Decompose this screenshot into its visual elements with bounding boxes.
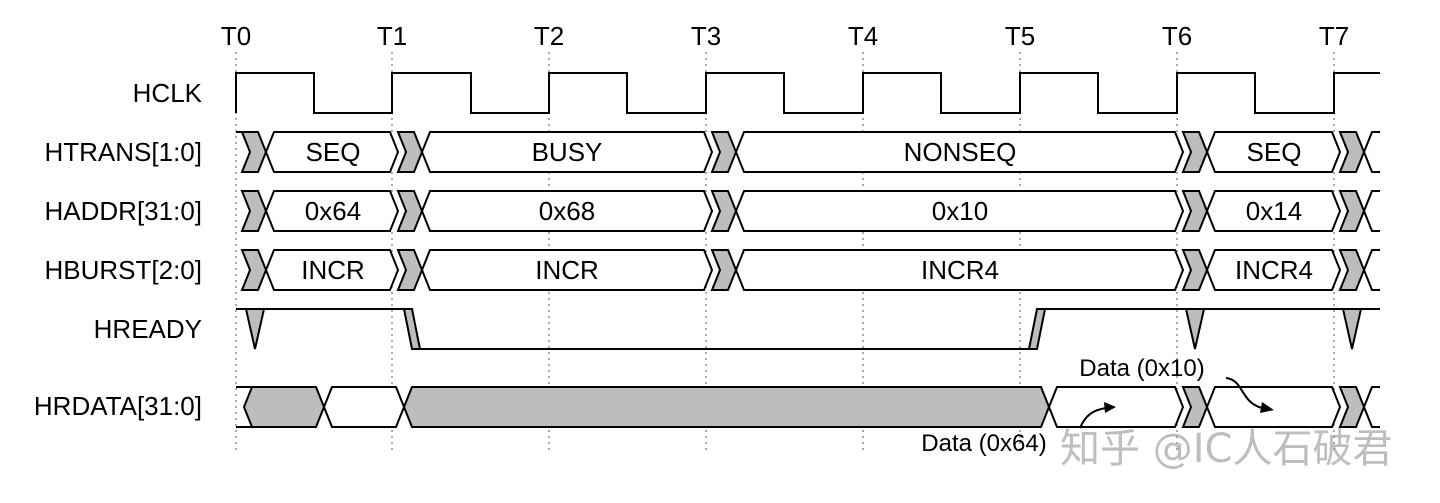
annotation-data-0x64: Data (0x64): [921, 430, 1046, 457]
marker-t6: T6: [1162, 21, 1192, 51]
marker-t4: T4: [848, 21, 878, 51]
haddr-tail-bottom: [1363, 210, 1380, 232]
hburst-value-4: INCR4: [1235, 255, 1313, 285]
haddr-seg-3: [734, 190, 1185, 232]
annotations: Data (0x10) Data (0x64): [921, 355, 1274, 457]
htrans-value-2: BUSY: [532, 137, 603, 167]
htrans-seg-3: [734, 131, 1185, 173]
marker-t1: T1: [377, 21, 407, 51]
htrans-crossing-t3: [710, 131, 738, 173]
hburst-bus: INCR INCR INCR4 INCR4: [240, 249, 1380, 291]
label-haddr: HADDR[31:0]: [45, 196, 203, 226]
label-htrans: HTRANS[1:0]: [45, 137, 203, 167]
haddr-value-1: 0x64: [305, 196, 361, 226]
htrans-value-3: NONSEQ: [904, 137, 1017, 167]
signal-labels: HCLK HTRANS[1:0] HADDR[31:0] HBURST[2:0]…: [34, 78, 203, 421]
hburst-seg-2: [420, 249, 714, 291]
watermark: 知乎 @IC人石破君: [1060, 426, 1392, 472]
annotation-arrow-0x64: [1079, 407, 1107, 429]
hrdata-seg-0x64: [322, 386, 406, 428]
annotation-data-0x10: Data (0x10): [1079, 355, 1204, 382]
htrans-tail: [1363, 131, 1380, 153]
label-hready: HREADY: [94, 314, 202, 344]
hrdata-tail-bottom: [1363, 406, 1380, 428]
hburst-value-3: INCR4: [921, 255, 999, 285]
htrans-crossing-t6: [1181, 131, 1209, 173]
htrans-seg-4: [1205, 131, 1342, 173]
hready-waveform: [236, 308, 1380, 350]
time-markers: T0 T1 T2 T3 T4 T5 T6 T7: [221, 21, 1349, 51]
haddr-value-3: 0x10: [932, 196, 988, 226]
hburst-value-2: INCR: [535, 255, 599, 285]
haddr-crossing-t6: [1181, 190, 1209, 232]
htrans-crossing-t7: [1338, 131, 1366, 173]
hburst-seg-4: [1205, 249, 1342, 291]
haddr-seg-1: [264, 190, 400, 232]
haddr-seg-2: [420, 190, 714, 232]
marker-t2: T2: [534, 21, 564, 51]
hburst-seg-1: [264, 249, 400, 291]
haddr-seg-4: [1205, 190, 1342, 232]
hready-pulse-t7: [1341, 308, 1363, 350]
htrans-crossing-t1: [396, 131, 424, 173]
hrdata-crossing-t7: [1338, 386, 1366, 428]
hready-pulse-t0: [244, 308, 266, 350]
label-hburst: HBURST[2:0]: [45, 255, 203, 285]
marker-t0: T0: [221, 21, 251, 51]
hrdata-bus: [236, 386, 1380, 428]
hrdata-invalid-1: [242, 386, 326, 428]
marker-t7: T7: [1319, 21, 1349, 51]
hburst-value-1: INCR: [301, 255, 365, 285]
haddr-crossing-t3: [710, 190, 738, 232]
htrans-seg-2: [420, 131, 714, 173]
htrans-tail-bottom: [1363, 151, 1380, 173]
hburst-crossing-t7: [1338, 249, 1366, 291]
hready-rise-t5: [1027, 308, 1047, 350]
htrans-bus: SEQ BUSY NONSEQ SEQ: [236, 131, 1380, 173]
hrdata-crossing-t6: [1181, 386, 1209, 428]
htrans-crossing-t0: [240, 131, 268, 173]
hburst-tail-bottom: [1363, 269, 1380, 291]
hburst-seg-3: [734, 249, 1185, 291]
hready-pulse-t6: [1184, 308, 1206, 350]
hclk-waveform: [235, 72, 1380, 114]
haddr-tail-top: [1363, 190, 1380, 212]
haddr-value-2: 0x68: [539, 196, 595, 226]
marker-t3: T3: [691, 21, 721, 51]
label-hclk: HCLK: [133, 78, 203, 108]
haddr-crossing-t1: [396, 190, 424, 232]
annotation-arrowhead-0x10: [1260, 402, 1274, 413]
htrans-value-4: SEQ: [1247, 137, 1302, 167]
hrdata-invalid-2: [402, 386, 1051, 428]
annotation-arrow-0x10: [1225, 377, 1263, 409]
haddr-value-4: 0x14: [1246, 196, 1302, 226]
hready-fall-t1: [402, 308, 422, 350]
hburst-crossing-t6: [1181, 249, 1209, 291]
hrdata-seg-0x14: [1205, 386, 1342, 428]
haddr-crossing-t7: [1338, 190, 1366, 232]
annotation-arrowhead-0x64: [1104, 402, 1116, 413]
hburst-crossing-t3: [710, 249, 738, 291]
htrans-value-1: SEQ: [306, 137, 361, 167]
haddr-bus: 0x64 0x68 0x10 0x14: [240, 190, 1380, 232]
haddr-crossing-t0: [240, 190, 268, 232]
hburst-crossing-t1: [396, 249, 424, 291]
label-hrdata: HRDATA[31:0]: [34, 391, 202, 421]
hready-signal: [236, 308, 1380, 350]
htrans-seg-1: [264, 131, 400, 173]
hburst-crossing-t0: [240, 249, 268, 291]
hburst-tail-top: [1363, 249, 1380, 271]
hrdata-tail-top: [1363, 386, 1380, 408]
marker-t5: T5: [1005, 21, 1035, 51]
